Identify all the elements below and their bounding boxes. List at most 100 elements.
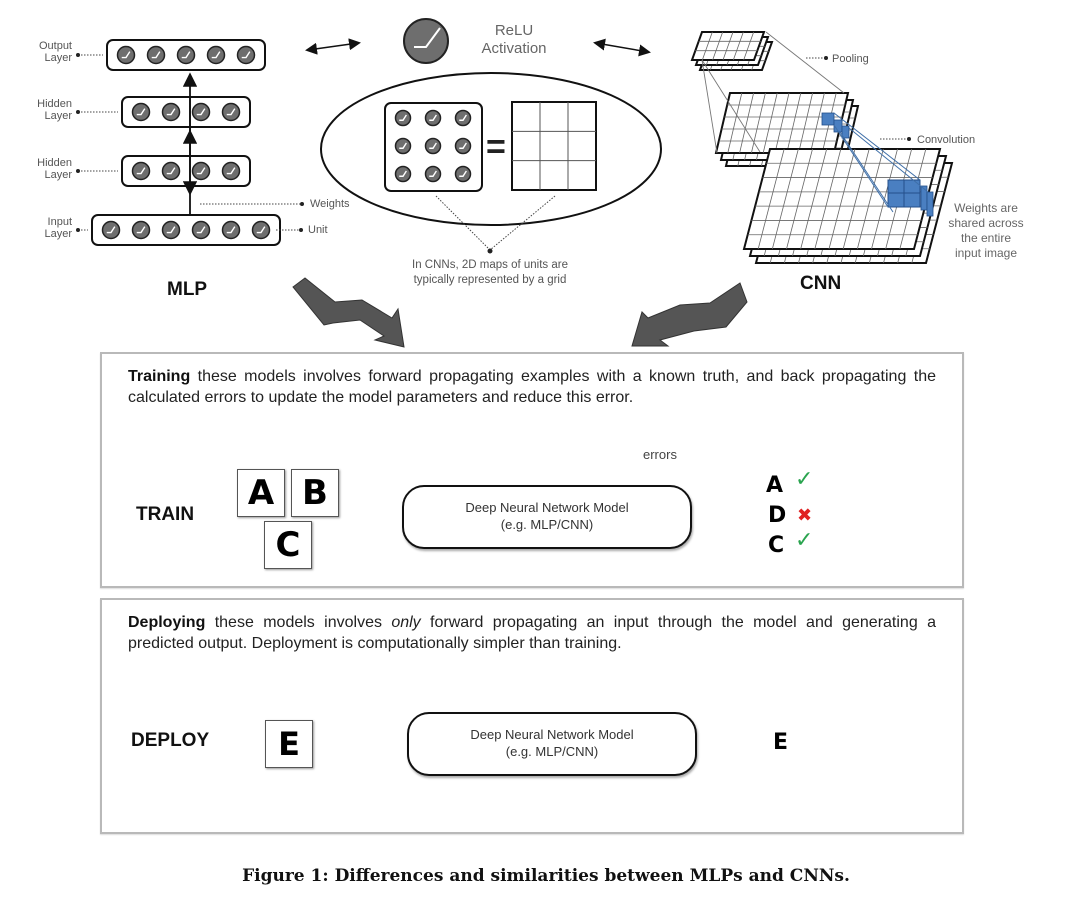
unit-circle [191, 220, 211, 240]
leader-dot [299, 228, 303, 232]
relu-glyph [226, 226, 236, 234]
label-line: shared across [948, 216, 1024, 230]
relu-glyph [459, 114, 467, 121]
relu-unit-icon [176, 45, 196, 65]
relu-unit-icon [221, 161, 241, 181]
pooling-map [690, 31, 766, 61]
training-description: Training these models involves forward p… [128, 366, 936, 408]
relu-unit-icon [394, 137, 412, 155]
check-icon: ✓ [795, 466, 814, 491]
grid-line [810, 92, 825, 154]
unit-circle [131, 220, 151, 240]
train-stage-label: TRAIN [136, 504, 195, 525]
train-output-c: C [768, 533, 785, 558]
unit-circle [424, 165, 442, 183]
cnn-title: CNN [800, 273, 842, 294]
relu-unit-icon [191, 102, 211, 122]
similarity-arrow [305, 38, 361, 55]
train-input-b: B [291, 469, 339, 517]
relu-unit-icon [146, 45, 166, 65]
kernel-cell [841, 125, 850, 139]
model-line: Deep Neural Network Model [465, 500, 629, 515]
relu-glyph [136, 108, 146, 116]
pointer-line [489, 195, 556, 251]
relu-glyph [459, 170, 467, 177]
output-layer-label: Output Layer [18, 40, 72, 64]
receptive-field [926, 191, 934, 217]
relu-glyph [196, 226, 206, 234]
figure-caption: Figure 1: Differences and similarities b… [242, 866, 850, 886]
leader-dot [76, 110, 80, 114]
relu-unit-icon [161, 220, 181, 240]
training-text: these models involves forward propagatin… [128, 368, 936, 406]
unit-circle [131, 161, 151, 181]
relu-unit-icon [424, 137, 442, 155]
relu-glyph [226, 167, 236, 175]
unit-circle [394, 109, 412, 127]
unit-circle [424, 109, 442, 127]
leader-dot [76, 169, 80, 173]
input-layer-label: Input Layer [18, 216, 72, 240]
relu-activation-label: ReLU Activation [454, 22, 574, 58]
grid-line [842, 148, 870, 250]
relu-unit-icon [251, 220, 271, 240]
unit-circle [221, 220, 241, 240]
relu-unit-icon [131, 161, 151, 181]
deploying-italic-word: only [391, 614, 421, 631]
similarity-arrow [593, 38, 651, 57]
unit-circle [403, 18, 449, 64]
connection-line [701, 59, 761, 153]
leader-dot [824, 56, 828, 60]
unit-circle [454, 137, 472, 155]
relu-unit-icon [424, 165, 442, 183]
pointer-line [435, 195, 491, 251]
relu-diagram [305, 18, 662, 254]
relu-unit-icon [206, 45, 226, 65]
relu-glyph [136, 167, 146, 175]
relu-glyph [399, 170, 407, 177]
grid-line [771, 148, 799, 250]
unit-circle [161, 102, 181, 122]
unit-circle [191, 102, 211, 122]
grid-line [727, 92, 743, 154]
cross-icon: ✖ [797, 505, 813, 525]
leader-dot [300, 202, 304, 206]
weights-shared-note: Weights are shared across the entire inp… [936, 201, 1036, 261]
weights-label: Weights [310, 198, 350, 210]
unit-circle [424, 137, 442, 155]
zigzag-arrow-icon [292, 277, 405, 348]
label-line: Layer [44, 52, 72, 64]
relu-unit-icon [424, 109, 442, 127]
model-line: (e.g. MLP/CNN) [505, 744, 599, 759]
unit-circle [176, 45, 196, 65]
label-line: typically represented by a grid [413, 274, 567, 286]
unit-circle [394, 137, 412, 155]
leader-dot [76, 228, 80, 232]
kernel-cell [821, 112, 835, 126]
relu-glyph [241, 51, 251, 59]
equals-sign: = [486, 128, 506, 166]
relu-unit-icon [394, 165, 412, 183]
unit-circle [146, 45, 166, 65]
relu-glyph [166, 226, 176, 234]
relu-activation-icon [403, 18, 449, 64]
deploy-output-e: E [773, 730, 789, 755]
grid-box [511, 101, 597, 191]
training-panel: Training these models involves forward p… [100, 352, 964, 588]
grid-line [786, 92, 802, 154]
relu-unit-icon [191, 220, 211, 240]
train-input-c: C [264, 521, 312, 569]
unit-circle [191, 161, 211, 181]
grid-note: In CNNs, 2D maps of units are typically … [370, 258, 610, 288]
convolution-label: Convolution [917, 134, 976, 146]
receptive-field [920, 185, 928, 211]
relu-glyph [166, 108, 176, 116]
unit-circle [394, 165, 412, 183]
relu-glyph [151, 51, 161, 59]
relu-unit-icon [161, 102, 181, 122]
label-line: ReLU [494, 22, 534, 39]
model-line: (e.g. MLP/CNN) [500, 517, 594, 532]
label-line: Layer [44, 228, 72, 240]
unit-circle [101, 220, 121, 240]
